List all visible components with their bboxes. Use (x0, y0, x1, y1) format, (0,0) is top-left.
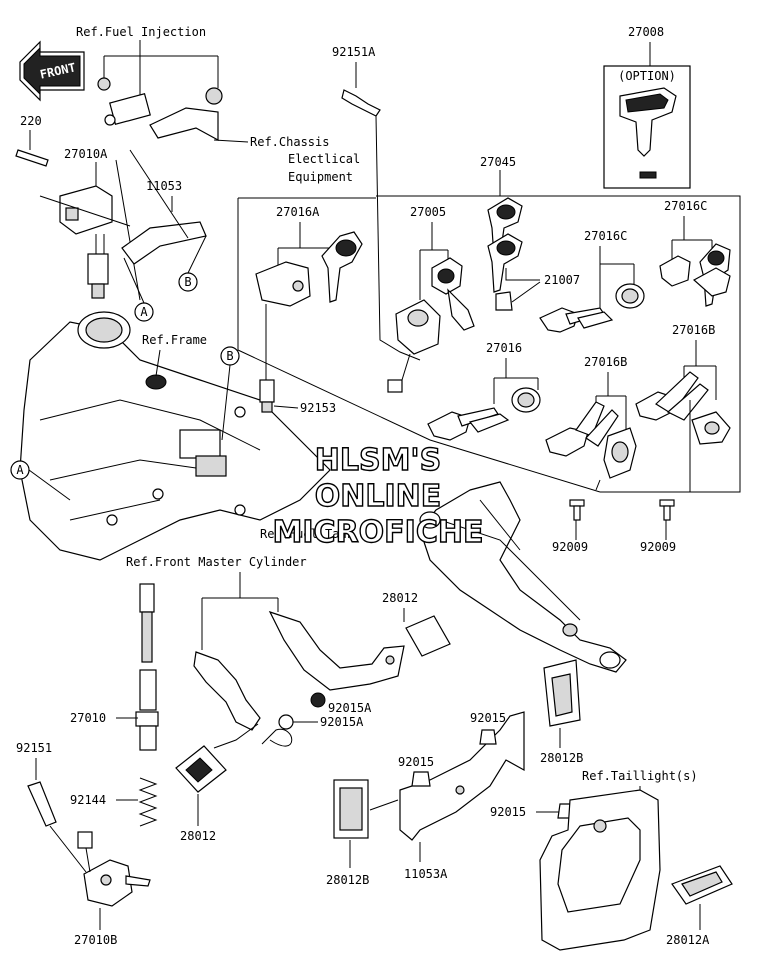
label-92009-1: 92009 (552, 540, 588, 554)
label-27010A: 27010A (64, 147, 108, 161)
label-27045: 27045 (480, 155, 516, 169)
option-label: (OPTION) (618, 69, 676, 83)
label-92009-2: 92009 (640, 540, 676, 554)
bracket-chassis (149, 107, 219, 142)
label-92015-2: 92015 (398, 755, 434, 769)
ref-chassis-3: Equipment (288, 170, 353, 184)
ref-taillight: Ref.Taillight(s) (582, 769, 698, 783)
switch-27010B (77, 831, 151, 907)
ref-fuel-injection: Ref.Fuel Injection (76, 25, 206, 39)
bracket-11053 (121, 221, 207, 265)
reflector-28012-1 (405, 615, 451, 657)
label-11053A: 11053A (404, 867, 448, 881)
spring-92144 (138, 777, 158, 827)
label-27010B: 27010B (74, 933, 117, 947)
label-220: 220 (20, 114, 42, 128)
watermark: HLSM'S ONLINE MICROFICHE (272, 442, 484, 550)
watermark-line-2: ONLINE (315, 479, 442, 514)
switch-27010 (135, 583, 159, 751)
label-28012-1: 28012 (382, 591, 418, 605)
lock-27016C-2 (659, 243, 731, 307)
front-arrow: FRONT (19, 40, 85, 102)
bolt-220 (15, 149, 49, 167)
sensor-92153 (259, 379, 275, 413)
watermark-line-1: HLSM'S (315, 443, 441, 478)
ignition-27005 (387, 257, 475, 393)
label-92144: 92144 (70, 793, 106, 807)
nut-92015A-2 (278, 714, 294, 730)
callout-b-frame-label: B (226, 349, 233, 363)
reflector-28012B-1 (543, 659, 581, 727)
bolt-92151A (341, 89, 381, 117)
reflector-28012-2 (175, 745, 227, 793)
lock-27016 (427, 387, 541, 441)
reflector-28012B-2 (333, 779, 369, 839)
callout-a-top-label: A (140, 305, 148, 319)
bolt-92151 (27, 781, 57, 827)
lock-27016B-2 (635, 371, 731, 445)
label-92015-1: 92015 (470, 711, 506, 725)
label-28012A: 28012A (666, 933, 710, 947)
nut-92015A-1 (310, 692, 326, 708)
label-27016C-2: 27016C (664, 199, 707, 213)
taillight-bracket (539, 789, 661, 951)
label-28012B-1: 28012B (540, 751, 583, 765)
callout-a-frame-label: A (16, 463, 24, 477)
label-92015-3: 92015 (490, 805, 526, 819)
label-27016: 27016 (486, 341, 522, 355)
label-27005: 27005 (410, 205, 446, 219)
keys-21007 (487, 197, 523, 311)
label-28012B-2: 28012B (326, 873, 369, 887)
callout-b-top-label: B (184, 275, 191, 289)
ref-fuel-tank: Ref.Fuel Tank (260, 527, 355, 541)
screw-92009-2 (659, 499, 675, 521)
sensor-connector (97, 77, 223, 126)
watermark-line-3: MICROFICHE (273, 515, 484, 550)
screw-92009-1 (569, 499, 585, 521)
label-92151A: 92151A (332, 45, 376, 59)
ref-chassis-2: Electlical (288, 152, 360, 166)
nut-92015-2 (411, 771, 431, 787)
lock-27016A (255, 231, 363, 307)
bracket-front (193, 610, 405, 731)
label-11053: 11053 (146, 179, 182, 193)
label-27016B-1: 27016B (584, 355, 627, 369)
ignition-bracket (419, 481, 627, 673)
nut-92015-1 (479, 729, 497, 745)
lock-27016C-1 (539, 283, 645, 333)
label-27008: 27008 (628, 25, 664, 39)
label-92015A-1: 92015A (328, 701, 372, 715)
label-27016A: 27016A (276, 205, 320, 219)
switch-27010A (59, 185, 113, 299)
label-27016C-1: 27016C (584, 229, 627, 243)
label-21007: 21007 (544, 273, 580, 287)
label-92153: 92153 (300, 401, 336, 415)
label-92015A-2: 92015A (320, 715, 364, 729)
label-27016B-2: 27016B (672, 323, 715, 337)
label-27010: 27010 (70, 711, 106, 725)
ref-chassis-1: Ref.Chassis (250, 135, 329, 149)
reflector-28012A (671, 865, 733, 905)
label-28012-2: 28012 (180, 829, 216, 843)
ref-frame: Ref.Frame (142, 333, 207, 347)
motorcycle-frame (19, 311, 331, 561)
lock-27016B-1 (545, 401, 637, 479)
option-key (619, 87, 677, 179)
ref-front-master-cylinder: Ref.Front Master Cylinder (126, 555, 307, 569)
label-92151: 92151 (16, 741, 52, 755)
